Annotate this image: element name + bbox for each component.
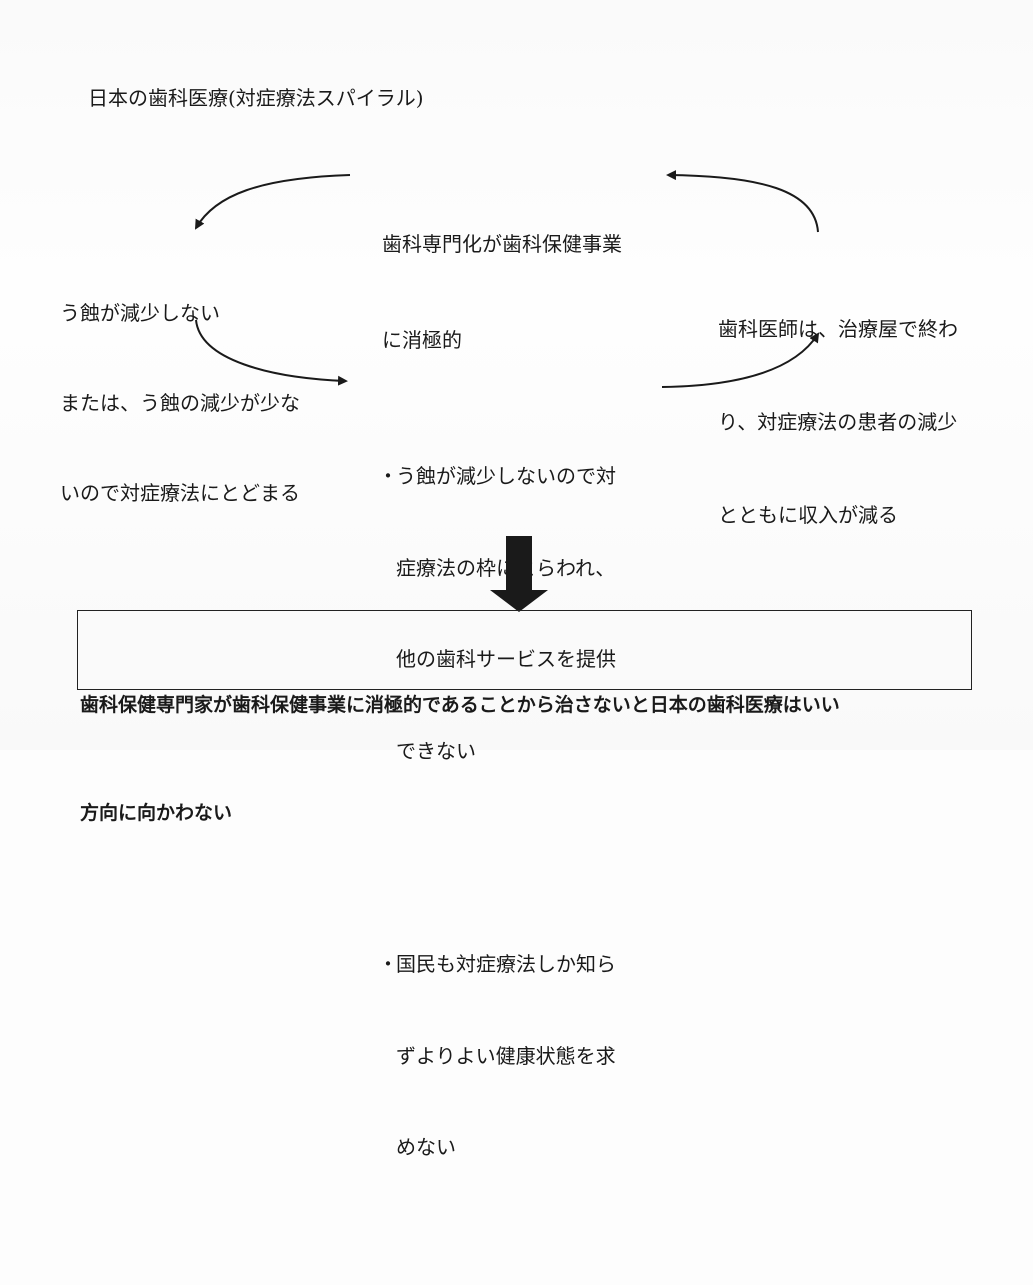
bullet-mark: ・: [378, 464, 398, 488]
conclusion-text: 歯科保健専門家が歯科保健事業に消極的であることから治さないと日本の歯科医療はいい…: [80, 615, 971, 903]
diagram-title: 日本の歯科医療(対症療法スパイラル): [88, 86, 424, 110]
bullet-line: 他の歯科サービスを提供: [396, 647, 616, 671]
bullet-line: う蝕が減少しないので対: [396, 464, 616, 488]
cycle-arrows: [195, 170, 820, 612]
bullet-line: 症療法の枠にとらわれ、: [396, 555, 616, 580]
bullet-line: めない: [396, 1135, 456, 1159]
conclusion-line: 方向に向かわない: [80, 802, 233, 824]
conclusion-box: 歯科保健専門家が歯科保健事業に消極的であることから治さないと日本の歯科医療はいい…: [77, 610, 972, 824]
node-line: に消極的: [382, 328, 462, 352]
bullet-item: ・国民も対症療法しか知ら ずよりよい健康状態を求 めない: [378, 888, 616, 1224]
node-specialists-passive: 歯科専門化が歯科保健事業 に消極的: [382, 164, 622, 420]
diagram-page: 日本の歯科医療(対症療法スパイラル) 歯科専門化が歯科保健事業 に消極的 う蝕が…: [0, 0, 1033, 1159]
bullet-line: ずよりよい健康状態を求: [396, 1043, 616, 1068]
node-line: または、う蝕の減少が少な: [60, 391, 300, 415]
node-dentist-income-decrease: 歯科医師は、治療屋で終わ り、対症療法の患者の減少 とともに収入が減る: [718, 252, 958, 593]
arrow-left-to-center: [195, 319, 348, 386]
node-line: いので対症療法にとどまる: [60, 481, 300, 505]
node-line: とともに収入が減る: [718, 503, 898, 527]
bullet-item: ・う蝕が減少しないので対 症療法の枠にとらわれ、 他の歯科サービスを提供 できな…: [378, 400, 616, 827]
arrow-top-to-left: [195, 174, 351, 230]
node-caries-not-decreasing: う蝕が減少しない または、う蝕の減少が少な いので対症療法にとどまる: [60, 238, 300, 568]
node-line: 歯科医師は、治療屋で終わ: [718, 317, 958, 341]
arrow-center-to-right: [661, 332, 820, 388]
node-line: 歯科専門化が歯科保健事業: [382, 232, 622, 256]
node-line: り、対症療法の患者の減少: [718, 410, 958, 434]
bullet-line: 国民も対症療法しか知ら: [396, 952, 616, 976]
arrow-right-to-top: [666, 170, 819, 233]
down-arrow-icon: [490, 536, 548, 612]
node-line: う蝕が減少しない: [60, 301, 220, 325]
conclusion-line: 歯科保健専門家が歯科保健事業に消極的であることから治さないと日本の歯科医療はいい: [80, 694, 840, 716]
bullet-mark: ・: [378, 952, 398, 976]
